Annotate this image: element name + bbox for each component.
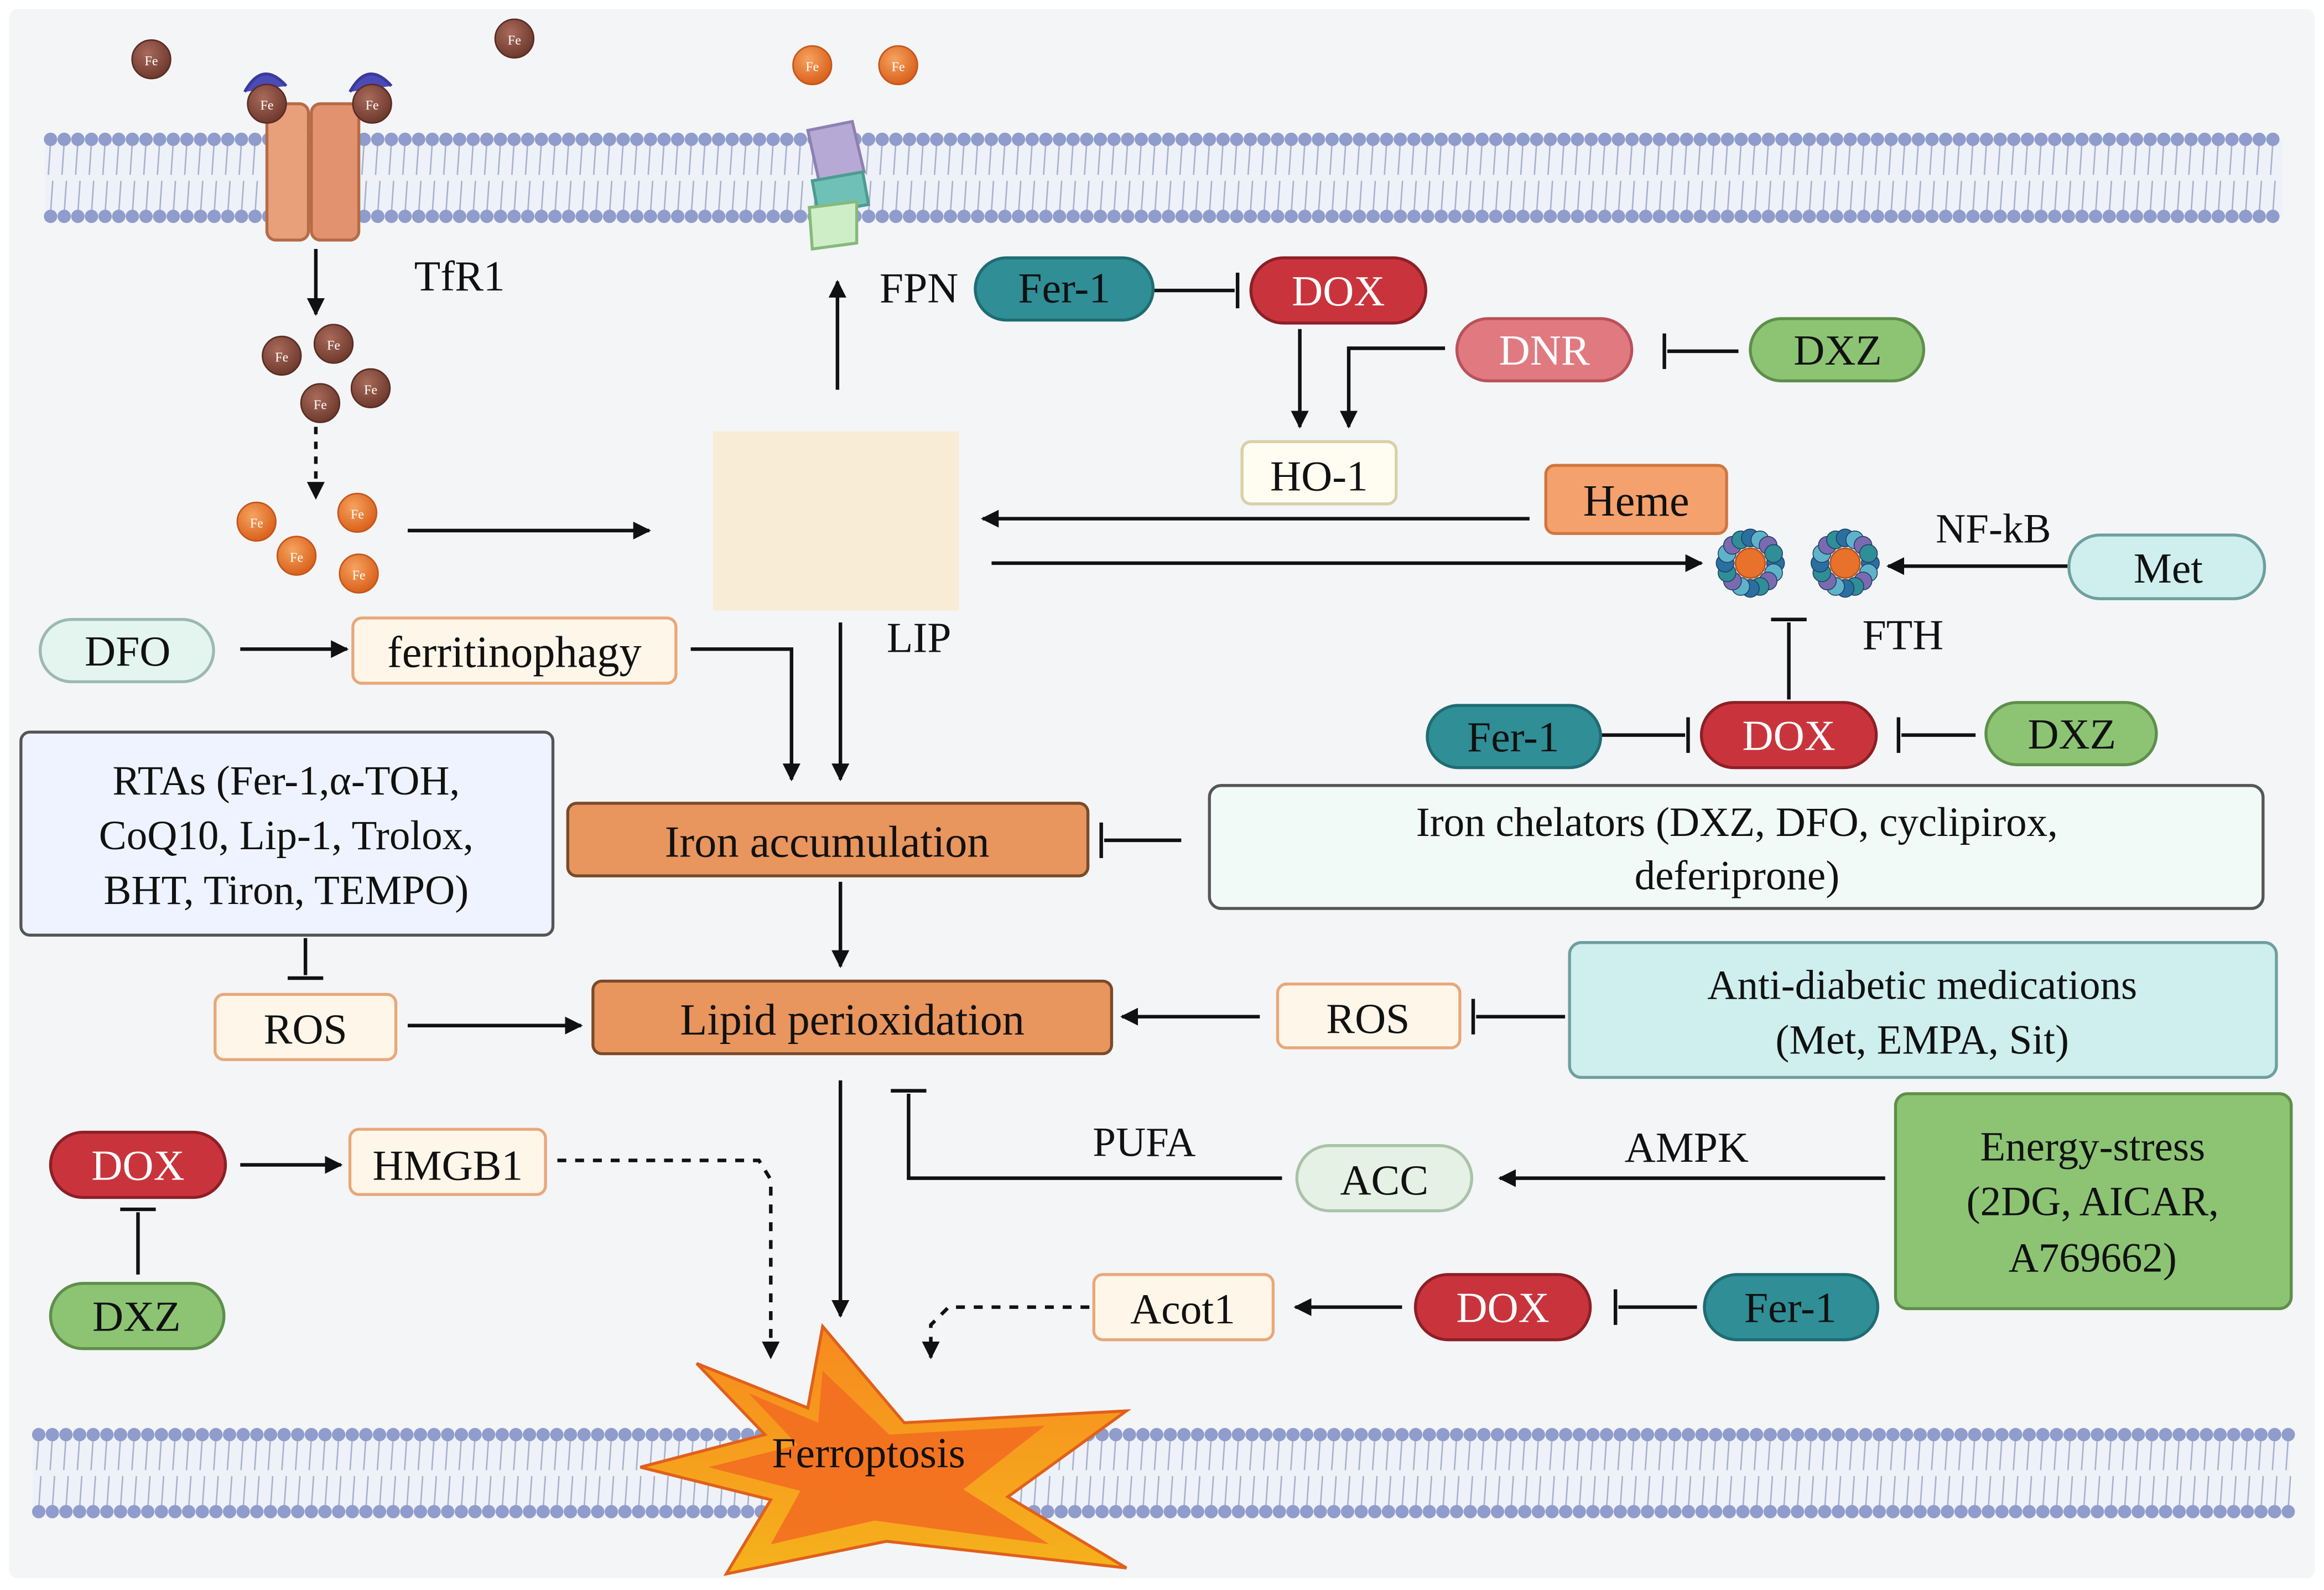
node-ros-right[interactable]: ROS	[1276, 983, 1462, 1049]
label-tfr1: TfR1	[414, 252, 505, 300]
label-ferroptosis: Ferroptosis	[772, 1429, 965, 1477]
node-energy-stress-line-1: Energy-stress	[1980, 1124, 2205, 1170]
node-dfo-label: DFO	[85, 627, 170, 675]
node-ho1[interactable]: HO-1	[1240, 440, 1398, 506]
node-dxz-mid-label: DXZ	[2027, 710, 2116, 758]
node-ros-left[interactable]: ROS	[214, 993, 398, 1062]
iron-ion-label: Fe	[290, 550, 303, 565]
node-rtas-line-3: BHT, Tiron, TEMPO)	[103, 867, 469, 913]
node-dxz-mid[interactable]: DXZ	[1984, 701, 2158, 766]
node-lipid-peroxidation-label: Lipid perioxidation	[680, 995, 1025, 1045]
node-dxz-top[interactable]: DXZ	[1749, 317, 1926, 383]
top-membrane-icon	[44, 132, 2283, 224]
node-ho1-label: HO-1	[1270, 453, 1368, 500]
node-fer1-top-label: Fer-1	[1018, 264, 1110, 311]
diagram-panel	[9, 9, 2315, 1578]
node-fer1-bottom-label: Fer-1	[1744, 1284, 1837, 1331]
node-heme[interactable]: Heme	[1544, 464, 1728, 536]
node-iron-accumulation[interactable]: Iron accumulation	[566, 802, 1090, 877]
lip-pool-box	[713, 431, 959, 611]
node-ros-right-label: ROS	[1326, 995, 1410, 1042]
node-rtas-line-2: CoQ10, Lip-1, Trolox,	[99, 813, 474, 859]
node-iron-accumulation-label: Iron accumulation	[665, 817, 990, 866]
label-pufa: PUFA	[1093, 1119, 1195, 1165]
node-dxz-bottom[interactable]: DXZ	[49, 1282, 226, 1350]
node-dox-top-label: DOX	[1292, 267, 1385, 315]
node-dox-bottom[interactable]: DOX	[49, 1130, 227, 1199]
node-iron-chelators[interactable]: Iron chelators (DXZ, DFO, cyclipirox, de…	[1208, 784, 2265, 910]
ferroptosis-burst-core	[708, 1370, 1049, 1545]
iron-ion-label: Fe	[351, 508, 364, 522]
node-dox-bottom-right-label: DOX	[1456, 1284, 1549, 1331]
iron-ion-label: Fe	[260, 98, 273, 113]
node-anti-diabetic-line-2: (Met, EMPA, Sit)	[1775, 1017, 2069, 1063]
node-dox-top[interactable]: DOX	[1249, 256, 1428, 325]
iron-ion-label: Fe	[275, 351, 288, 365]
iron-ion-label: Fe	[805, 60, 819, 75]
node-rtas-line-1: RTAs (Fer-1,α-TOH,	[112, 758, 460, 804]
iron-ion-label: Fe	[508, 33, 521, 48]
node-hmgb1-label: HMGB1	[372, 1141, 523, 1189]
node-dox-bottom-label: DOX	[91, 1141, 184, 1189]
node-energy-stress[interactable]: Energy-stress (2DG, AICAR, A769662)	[1894, 1092, 2293, 1311]
iron-ion-label: Fe	[352, 568, 366, 583]
pathway-connectors	[120, 249, 2068, 1359]
node-energy-stress-line-2: (2DG, AICAR,	[1967, 1179, 2219, 1225]
node-dfo[interactable]: DFO	[38, 618, 215, 683]
iron-ion-label: Fe	[145, 54, 158, 69]
node-dox-bottom-right[interactable]: DOX	[1413, 1273, 1592, 1342]
node-ferritinophagy[interactable]: ferritinophagy	[351, 616, 678, 685]
node-anti-diabetic-line-1: Anti-diabetic medications	[1707, 963, 2137, 1009]
iron-ion-label: Fe	[314, 398, 327, 412]
iron-ion-label: Fe	[364, 383, 377, 398]
label-fth: FTH	[1863, 611, 1944, 658]
label-fpn: FPN	[880, 264, 959, 311]
node-lipid-peroxidation[interactable]: Lipid perioxidation	[591, 979, 1114, 1056]
label-nfkb: NF-kB	[1936, 506, 2051, 552]
node-energy-stress-line-3: A769662)	[2009, 1235, 2177, 1281]
node-fer1-mid[interactable]: Fer-1	[1426, 704, 1603, 770]
iron-ion-label: Fe	[892, 60, 905, 75]
iron-ion-icons: FeFeFeFeFeFeFeFeFeFeFeFeFeFeFeFeFeFe	[131, 18, 918, 594]
node-acc[interactable]: ACC	[1295, 1144, 1474, 1213]
ferroportin-icon	[806, 119, 871, 251]
node-rtas[interactable]: RTAs (Fer-1,α-TOH, CoQ10, Lip-1, Trolox,…	[19, 730, 555, 937]
iron-ion-label: Fe	[366, 98, 379, 113]
node-dnr-label: DNR	[1499, 326, 1590, 374]
label-lip: LIP	[887, 614, 952, 662]
node-dox-mid-label: DOX	[1742, 711, 1835, 759]
node-anti-diabetic[interactable]: Anti-diabetic medications (Met, EMPA, Si…	[1568, 941, 2278, 1079]
node-acot1-label: Acot1	[1130, 1285, 1235, 1333]
node-dxz-bottom-label: DXZ	[92, 1293, 181, 1340]
node-iron-chelators-line-2: deferiprone)	[1635, 853, 1840, 898]
node-fer1-mid-label: Fer-1	[1467, 713, 1559, 761]
node-fer1-bottom[interactable]: Fer-1	[1703, 1273, 1880, 1342]
node-ferritinophagy-label: ferritinophagy	[387, 627, 642, 677]
iron-ion-label: Fe	[250, 517, 263, 531]
iron-ion-label: Fe	[327, 339, 340, 353]
node-heme-label: Heme	[1583, 476, 1689, 526]
ferritin-cage-icon	[1715, 528, 1880, 598]
node-acc-label: ACC	[1340, 1156, 1428, 1204]
node-ros-left-label: ROS	[264, 1005, 347, 1053]
node-dox-mid[interactable]: DOX	[1699, 701, 1878, 770]
node-iron-chelators-line-1: Iron chelators (DXZ, DFO, cyclipirox,	[1416, 799, 2058, 845]
node-fer1-top[interactable]: Fer-1	[974, 256, 1155, 322]
node-acot1[interactable]: Acot1	[1092, 1273, 1275, 1342]
node-met[interactable]: Met	[2067, 533, 2266, 600]
node-dxz-top-label: DXZ	[1793, 326, 1882, 374]
node-hmgb1[interactable]: HMGB1	[348, 1127, 547, 1196]
node-dnr[interactable]: DNR	[1455, 317, 1634, 383]
node-met-label: Met	[2134, 544, 2203, 592]
label-ampk: AMPK	[1625, 1124, 1749, 1171]
bottom-membrane-icon	[32, 1428, 2295, 1519]
